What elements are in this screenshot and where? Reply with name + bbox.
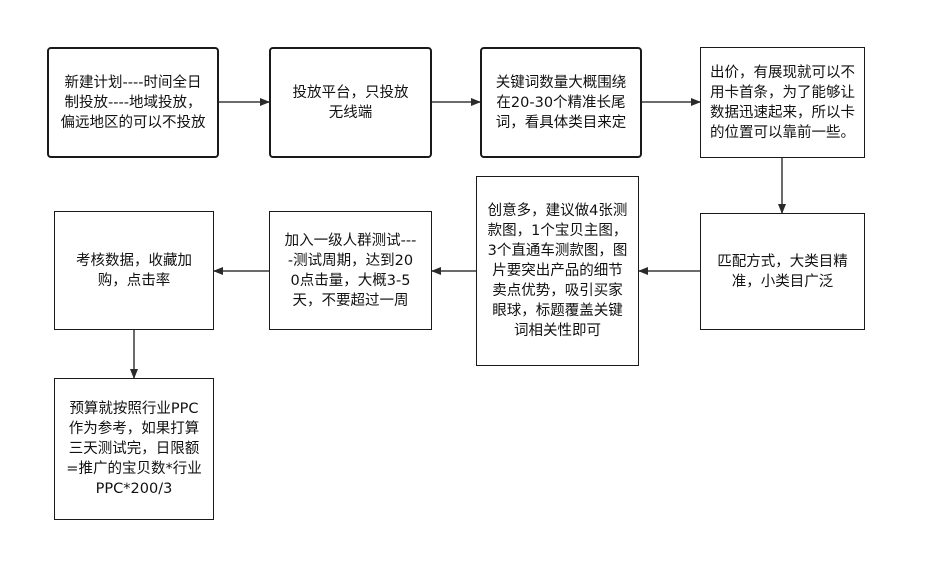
step-creative-box: 创意多，建议做4张测款图，1个宝贝主图，3个直通车测款图，图片要突出产品的细节卖… [476, 176, 639, 366]
step-budget-text: 预算就按照行业PPC作为参考，如果打算三天测试完，日限额=推广的宝贝数*行业PP… [66, 401, 202, 497]
step-keywords-box: 关键词数量大概围绕在20-30个精准长尾词，看具体类目来定 [480, 47, 642, 158]
step-keywords-text: 关键词数量大概围绕在20-30个精准长尾词，看具体类目来定 [495, 74, 627, 131]
step-crowd-test-box: 加入一级人群测试----测试周期，达到200点击量，大概3-5天，不要超过一周 [269, 211, 432, 330]
step-budget-box: 预算就按照行业PPC作为参考，如果打算三天测试完，日限额=推广的宝贝数*行业PP… [54, 378, 214, 520]
step-new-plan-text: 新建计划----时间全日制投放----地域投放，偏远地区的可以不投放 [60, 74, 206, 131]
step-crowd-test-text: 加入一级人群测试----测试周期，达到200点击量，大概3-5天，不要超过一周 [284, 232, 417, 309]
step-creative-text: 创意多，建议做4张测款图，1个宝贝主图，3个直通车测款图，图片要突出产品的细节卖… [487, 203, 628, 339]
step-evaluate-data-box: 考核数据，收藏加购，点击率 [54, 211, 214, 330]
step-bidding-text: 出价，有展现就可以不用卡首条，为了能够让数据迅速起来，所以卡的位置可以靠前一些。 [710, 64, 855, 141]
step-platform-text: 投放平台，只投放无线端 [292, 84, 409, 121]
step-new-plan-box: 新建计划----时间全日制投放----地域投放，偏远地区的可以不投放 [47, 47, 219, 158]
step-bidding-box: 出价，有展现就可以不用卡首条，为了能够让数据迅速起来，所以卡的位置可以靠前一些。 [700, 47, 865, 158]
step-evaluate-data-text: 考核数据，收藏加购，点击率 [76, 252, 192, 289]
step-match-type-text: 匹配方式，大类目精准，小类目广泛 [717, 253, 848, 290]
step-match-type-box: 匹配方式，大类目精准，小类目广泛 [700, 213, 865, 330]
step-platform-box: 投放平台，只投放无线端 [269, 47, 432, 158]
